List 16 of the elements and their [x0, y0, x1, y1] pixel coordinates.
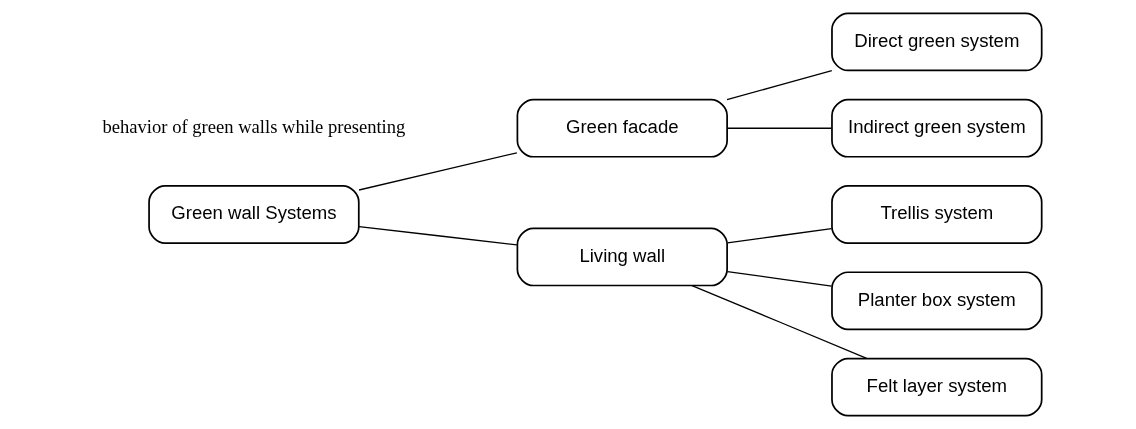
- label: behavior of green walls while presenting: [102, 116, 405, 138]
- connector: [726, 270, 832, 287]
- connector: [726, 228, 832, 244]
- node-box: Direct green system: [830, 12, 1043, 72]
- connector: [726, 127, 832, 129]
- node-box: Planter box system: [830, 271, 1043, 331]
- node-box: Felt layer system: [830, 357, 1043, 417]
- connector: [357, 152, 517, 191]
- connector: [725, 69, 832, 101]
- connector: [690, 284, 867, 359]
- node-box: Living wall: [516, 227, 728, 287]
- node-box: Green wall Systems: [147, 185, 360, 244]
- node-box: Green facade: [516, 98, 728, 158]
- node-box: Indirect green system: [830, 98, 1043, 158]
- connector: [357, 225, 517, 246]
- node-box: Trellis system: [830, 185, 1043, 244]
